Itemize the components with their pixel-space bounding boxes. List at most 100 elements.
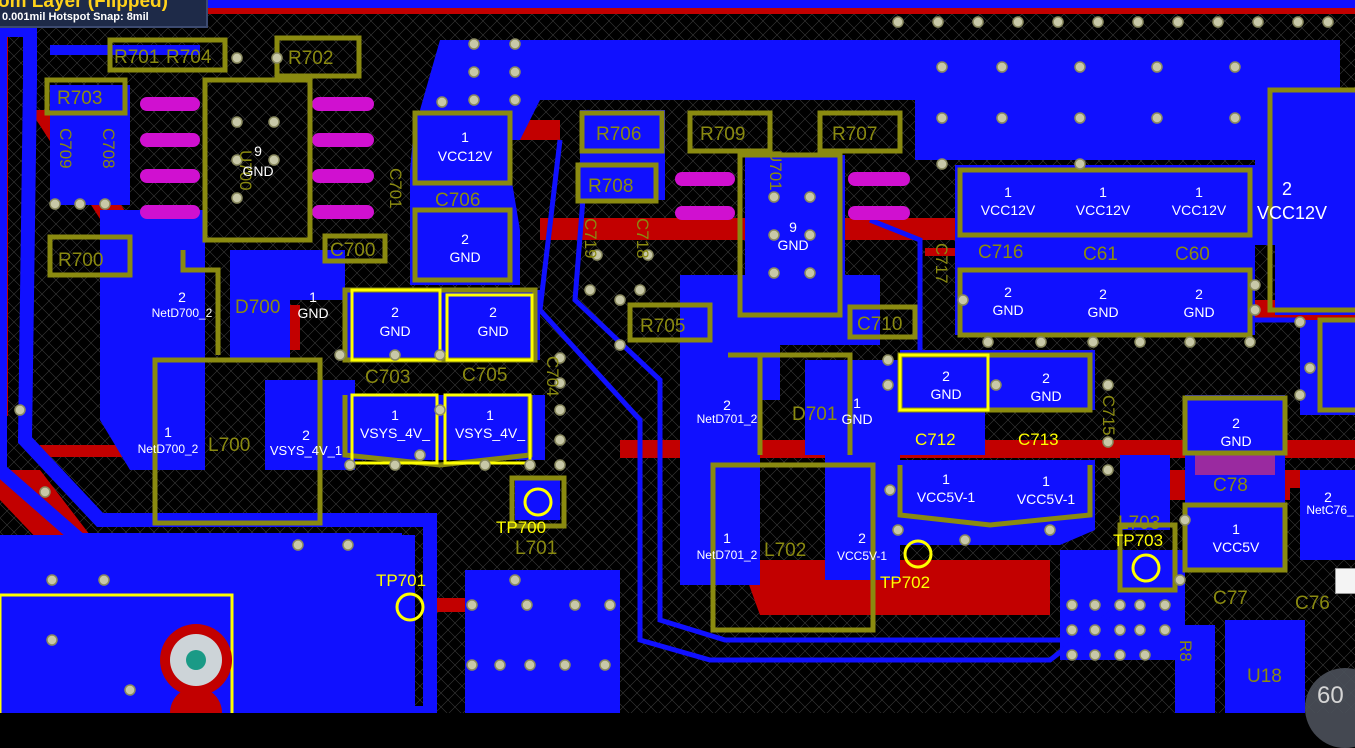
label-c77: C77 [1213,588,1248,609]
net-gnd-u701: GND [777,237,808,253]
silkscreen-outlines [44,35,1355,633]
label-r700: R700 [58,250,103,271]
via [494,659,506,671]
yellow-designators: TP700 TP701 TP702 TP703 C712 C713 [376,430,1163,592]
net-vcc12v-c706: VCC12V [438,148,493,164]
label-c706: C706 [435,190,480,211]
svg-text:2: 2 [461,231,469,247]
via [768,267,780,279]
via [1087,336,1099,348]
bottom-copper-traces [537,109,1300,663]
via [996,112,1008,124]
via [614,294,626,306]
vias [14,16,1334,696]
via [1074,158,1086,170]
via [1134,336,1146,348]
via [804,267,816,279]
label-u700: U700 [236,150,255,191]
via [959,534,971,546]
net-gnd-d701: GND [841,411,872,427]
via [1184,336,1196,348]
via [231,192,243,204]
net-netd700-b: NetD700_2 [138,442,199,456]
label-r708: R708 [588,176,633,197]
via [1114,649,1126,661]
label-l700: L700 [208,435,250,456]
via [804,229,816,241]
via [1114,624,1126,636]
label-c705: C705 [462,365,507,386]
svg-text:2: 2 [1042,370,1050,386]
via [1174,574,1186,586]
via [768,229,780,241]
via [1151,112,1163,124]
label-r703: R703 [57,88,102,109]
via [509,66,521,78]
label-d700: D700 [235,297,280,318]
snap-info: 0.001mil Hotspot Snap: 8mil [2,11,149,23]
layer-title: om Layer (Flipped) [0,0,168,12]
label-c717: C717 [932,243,951,284]
label-c703: C703 [365,367,410,388]
net-vcc12v-c60: VCC12V [1172,202,1227,218]
pcb-board-canvas[interactable]: R701 R704 R702 R703 R700 C700 D700 C706 … [0,0,1355,713]
label-c708: C708 [99,128,118,169]
label-c718: C718 [633,218,652,259]
via [1294,389,1306,401]
via [1102,436,1114,448]
label-tp700: TP700 [496,518,546,537]
label-c712: C712 [915,430,956,449]
label-r707: R707 [832,124,877,145]
via [1074,61,1086,73]
label-tp702: TP702 [880,573,930,592]
label-r709: R709 [700,124,745,145]
via [468,66,480,78]
label-u701: U701 [766,150,785,191]
svg-text:1: 1 [1195,184,1203,200]
via [990,379,1002,391]
via [1134,624,1146,636]
svg-text:1: 1 [309,289,317,305]
via [434,349,446,361]
via [268,116,280,128]
via [1139,649,1151,661]
label-d701: D701 [792,404,837,425]
svg-text:2: 2 [1232,415,1240,431]
label-c76: C76 [1295,593,1330,614]
layer-status-overlay: om Layer (Flipped) 0.001mil Hotspot Snap… [0,0,208,28]
via [1249,304,1261,316]
svg-text:2: 2 [489,304,497,320]
smd-pads [140,97,1275,475]
label-r701: R701 [114,47,159,68]
via [434,404,446,416]
svg-text:2: 2 [1004,284,1012,300]
via [996,61,1008,73]
through-hole-pad [160,624,232,713]
via [584,284,596,296]
label-c704: C704 [543,356,562,397]
svg-text:2: 2 [1324,489,1332,505]
via [1089,599,1101,611]
label-l702: L702 [764,540,806,561]
via [46,634,58,646]
via [614,339,626,351]
label-l703: L703 [1118,513,1160,534]
side-panel-toggle[interactable] [1335,568,1355,594]
via [642,249,654,261]
via [554,404,566,416]
via [124,684,136,696]
net-netd701-a: NetD701_2 [697,412,758,426]
via [1292,16,1304,28]
via [292,539,304,551]
silkscreen-designators: R701 R704 R702 R703 R700 C700 D700 C706 … [57,47,1330,687]
via [1249,279,1261,291]
label-c713: C713 [1018,430,1059,449]
via [271,52,283,64]
via [604,599,616,611]
svg-text:9: 9 [789,219,797,235]
via [509,574,521,586]
via [466,599,478,611]
net-vcc5v: VCC5V [1213,539,1260,555]
svg-text:2: 2 [942,368,950,384]
via [1074,112,1086,124]
